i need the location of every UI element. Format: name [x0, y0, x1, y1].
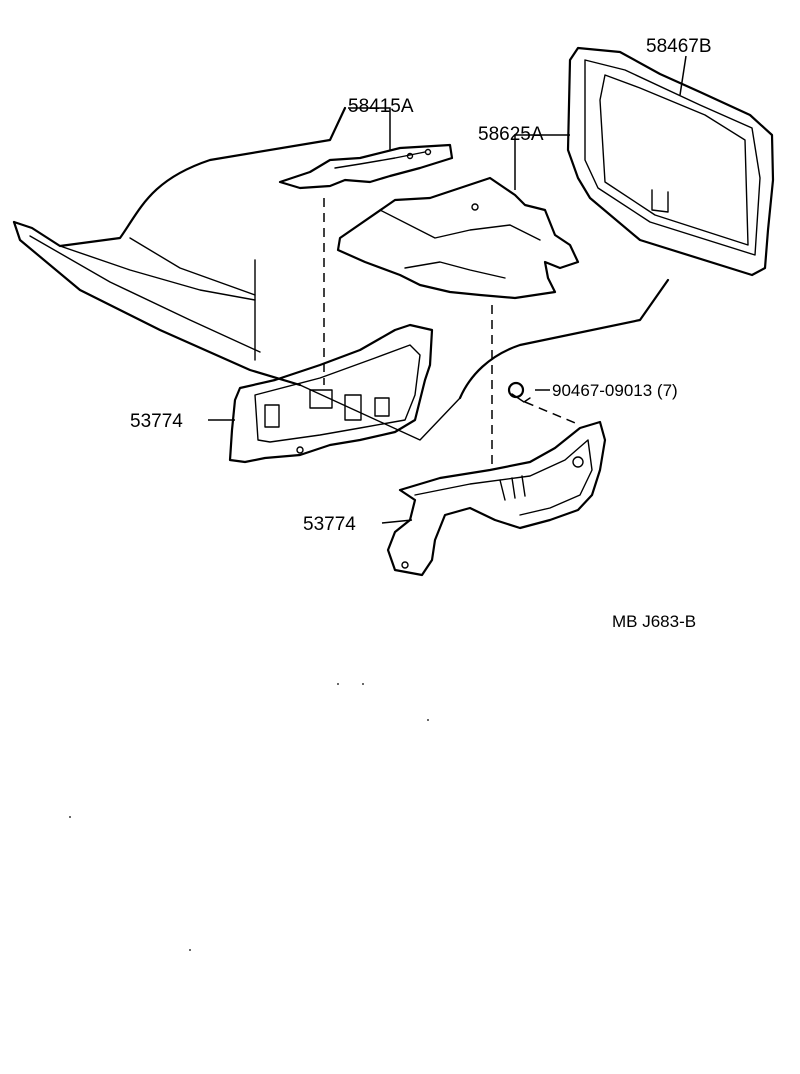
scan-specks — [69, 683, 429, 951]
part-90467-clip — [507, 381, 531, 403]
part-58415a-bracket — [278, 143, 454, 190]
label-53774-right: 53774 — [303, 514, 356, 535]
leader-lines — [208, 55, 687, 524]
part-58467b-mat — [566, 46, 775, 277]
label-58415a: 58415A — [348, 96, 414, 117]
label-58467b: 58467B — [646, 36, 712, 57]
part-58625a-cover — [336, 176, 580, 300]
figure-reference: MB J683-B — [612, 612, 696, 631]
label-90467-09013: 90467-09013 (7) — [552, 381, 678, 400]
body-outline — [12, 106, 670, 441]
part-53774-right-panel — [386, 420, 607, 577]
label-58625a: 58625A — [478, 124, 544, 145]
part-53774-left-panel — [228, 323, 434, 464]
assembly-lines — [323, 198, 581, 470]
label-53774-left: 53774 — [130, 411, 183, 432]
